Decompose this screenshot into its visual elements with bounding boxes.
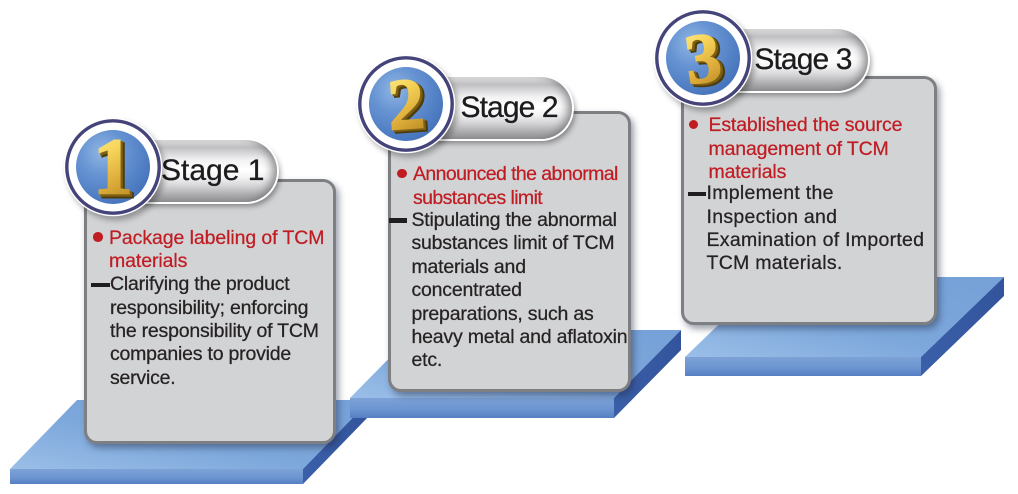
svg-text:2: 2 (385, 62, 427, 145)
svg-text:1: 1 (95, 126, 135, 214)
svg-text:1: 1 (97, 127, 137, 215)
svg-text:2: 2 (389, 65, 431, 148)
svg-text:1: 1 (93, 124, 133, 212)
svg-text:2: 2 (387, 64, 429, 147)
